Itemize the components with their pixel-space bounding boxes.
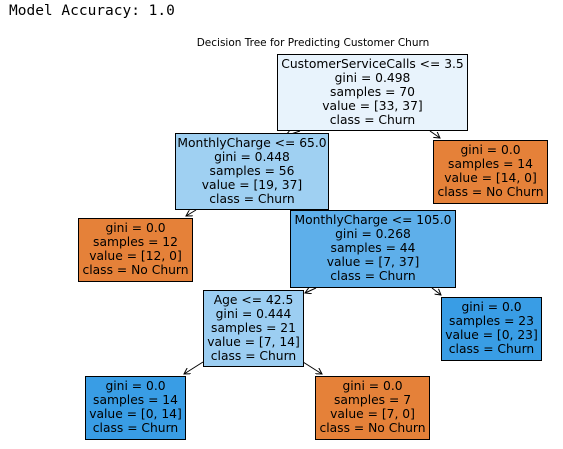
edge-n1-n3: [186, 209, 197, 216]
node-class: class = Churn: [330, 269, 416, 283]
node-gini: gini = 0.0: [342, 379, 403, 393]
node-value: value = [14, 0]: [444, 171, 537, 185]
node-value: value = [7, 0]: [330, 407, 415, 421]
node-class: class = Churn: [329, 113, 416, 127]
node-class: class = No Churn: [437, 185, 544, 199]
node-value: value = [0, 14]: [89, 407, 182, 421]
node-split: MonthlyCharge <= 65.0: [177, 136, 327, 150]
tree-node-n2: gini = 0.0 samples = 14 value = [14, 0] …: [433, 140, 548, 204]
node-split: Age <= 42.5: [213, 293, 294, 307]
node-samples: samples = 21: [211, 321, 296, 335]
node-value: value = [19, 37]: [201, 178, 303, 192]
node-gini: gini = 0.444: [215, 307, 292, 321]
tree-node-n6: Age <= 42.5 gini = 0.444 samples = 21 va…: [203, 290, 304, 367]
tree-node-n4: MonthlyCharge <= 105.0 gini = 0.268 samp…: [290, 210, 456, 288]
node-samples: samples = 7: [333, 393, 412, 407]
edge-n6-n8: [302, 361, 322, 374]
node-value: value = [7, 14]: [207, 335, 300, 349]
node-samples: samples = 14: [448, 157, 533, 171]
node-samples: samples = 14: [93, 393, 178, 407]
edge-n4-n5: [431, 287, 441, 295]
node-gini: gini = 0.0: [105, 379, 166, 393]
node-samples: samples = 70: [330, 85, 415, 99]
node-value: value = [33, 37]: [322, 99, 423, 113]
node-samples: samples = 23: [449, 314, 534, 328]
node-value: value = [0, 23]: [445, 328, 538, 342]
node-gini: gini = 0.0: [461, 300, 522, 314]
node-samples: samples = 56: [209, 164, 295, 178]
node-split: MonthlyCharge <= 105.0: [294, 213, 452, 227]
tree-node-n1: MonthlyCharge <= 65.0 gini = 0.448 sampl…: [175, 133, 329, 210]
node-class: class = No Churn: [82, 263, 189, 277]
node-gini: gini = 0.498: [334, 71, 411, 85]
tree-node-n7: gini = 0.0 samples = 14 value = [0, 14] …: [85, 376, 186, 440]
node-samples: samples = 44: [330, 241, 416, 255]
node-value: value = [7, 37]: [326, 255, 420, 269]
tree-node-n8: gini = 0.0 samples = 7 value = [7, 0] cl…: [315, 376, 430, 440]
edge-n4-n6: [305, 288, 317, 293]
node-class: class = Churn: [210, 349, 297, 363]
model-accuracy-text: Model Accuracy: 1.0: [9, 3, 175, 19]
node-value: value = [12, 0]: [89, 249, 182, 263]
node-split: CustomerServiceCalls <= 3.5: [281, 57, 464, 71]
node-class: class = Churn: [92, 421, 179, 435]
node-class: class = Churn: [448, 342, 535, 356]
node-gini: gini = 0.448: [214, 150, 290, 164]
edge-n6-n7: [184, 361, 204, 374]
node-gini: gini = 0.0: [105, 221, 166, 235]
tree-node-n5: gini = 0.0 samples = 23 value = [0, 23] …: [441, 297, 542, 361]
node-class: class = Churn: [209, 192, 295, 206]
tree-node-n3: gini = 0.0 samples = 12 value = [12, 0] …: [78, 218, 193, 282]
node-class: class = No Churn: [319, 421, 426, 435]
node-gini: gini = 0.0: [460, 143, 521, 157]
node-samples: samples = 12: [93, 235, 178, 249]
node-gini: gini = 0.268: [335, 227, 411, 241]
tree-title: Decision Tree for Predicting Customer Ch…: [196, 37, 430, 49]
tree-node-root: CustomerServiceCalls <= 3.5 gini = 0.498…: [277, 54, 468, 131]
edge-root-n2: [429, 130, 440, 138]
